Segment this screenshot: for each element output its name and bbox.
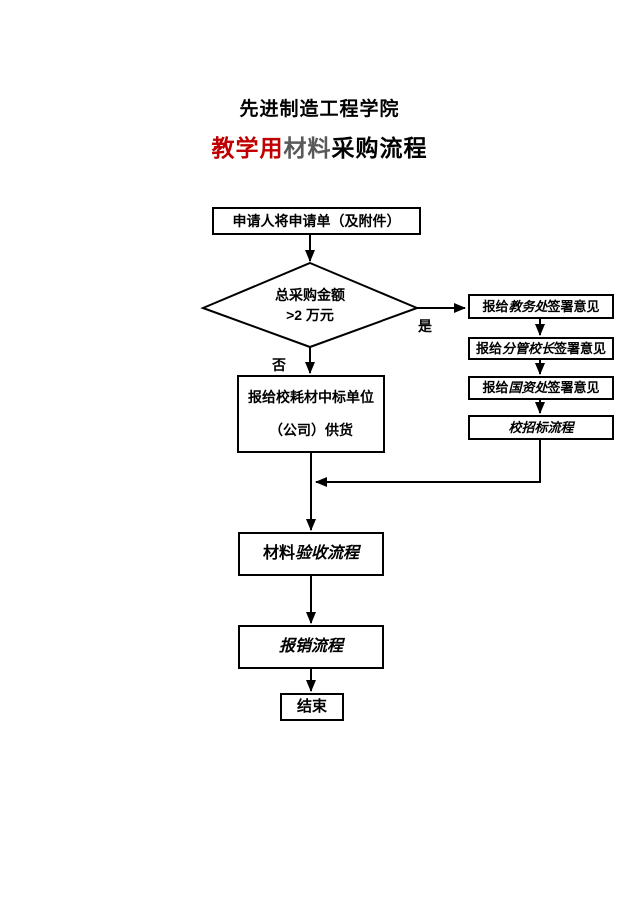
node-label: 结束	[296, 698, 327, 715]
node-label: 材料验收流程	[262, 545, 360, 563]
label-no: 否	[272, 357, 286, 373]
node-approval-state-assets: 报给国资处签署意见	[468, 376, 614, 400]
node-approval-vice-president: 报给分管校长签署意见	[468, 337, 614, 360]
node-start: 申请人将申请单（及附件）	[212, 207, 421, 235]
node-supplier: 报给校耗材中标单位 （公司）供货	[237, 375, 385, 453]
label-yes: 是	[418, 318, 432, 334]
node-label: 报给国资处签署意见	[482, 380, 600, 396]
node-supplier-line2: （公司）供货	[269, 422, 353, 439]
subtitle-black-part: 采购流程	[331, 135, 428, 161]
decision-line1: 总采购金额	[275, 287, 345, 303]
node-label: 校招标流程	[508, 419, 574, 435]
page-title: 先进制造工程学院	[239, 99, 400, 120]
node-supplier-line1: 报给校耗材中标单位	[248, 389, 374, 406]
node-decision: 总采购金额 >2 万元	[203, 263, 417, 347]
page-subtitle: 教学用材料采购流程	[0, 129, 639, 163]
node-label: 报销流程	[278, 638, 343, 656]
node-label: 报给教务处签署意见	[482, 298, 600, 314]
subtitle-gray-part: 材料	[283, 135, 332, 161]
subtitle-red-part: 教学用	[211, 135, 284, 161]
decision-line2: >2 万元	[286, 307, 334, 323]
node-reimbursement-process: 报销流程	[238, 625, 384, 669]
node-approval-academic-affairs: 报给教务处签署意见	[468, 294, 614, 319]
node-end: 结束	[280, 693, 344, 721]
node-start-label: 申请人将申请单（及附件）	[232, 212, 401, 229]
node-bidding-process: 校招标流程	[468, 415, 614, 440]
node-acceptance-process: 材料验收流程	[238, 532, 384, 576]
node-label: 报给分管校长签署意见	[475, 340, 607, 356]
connector-yes-rejoin	[315, 440, 541, 487]
